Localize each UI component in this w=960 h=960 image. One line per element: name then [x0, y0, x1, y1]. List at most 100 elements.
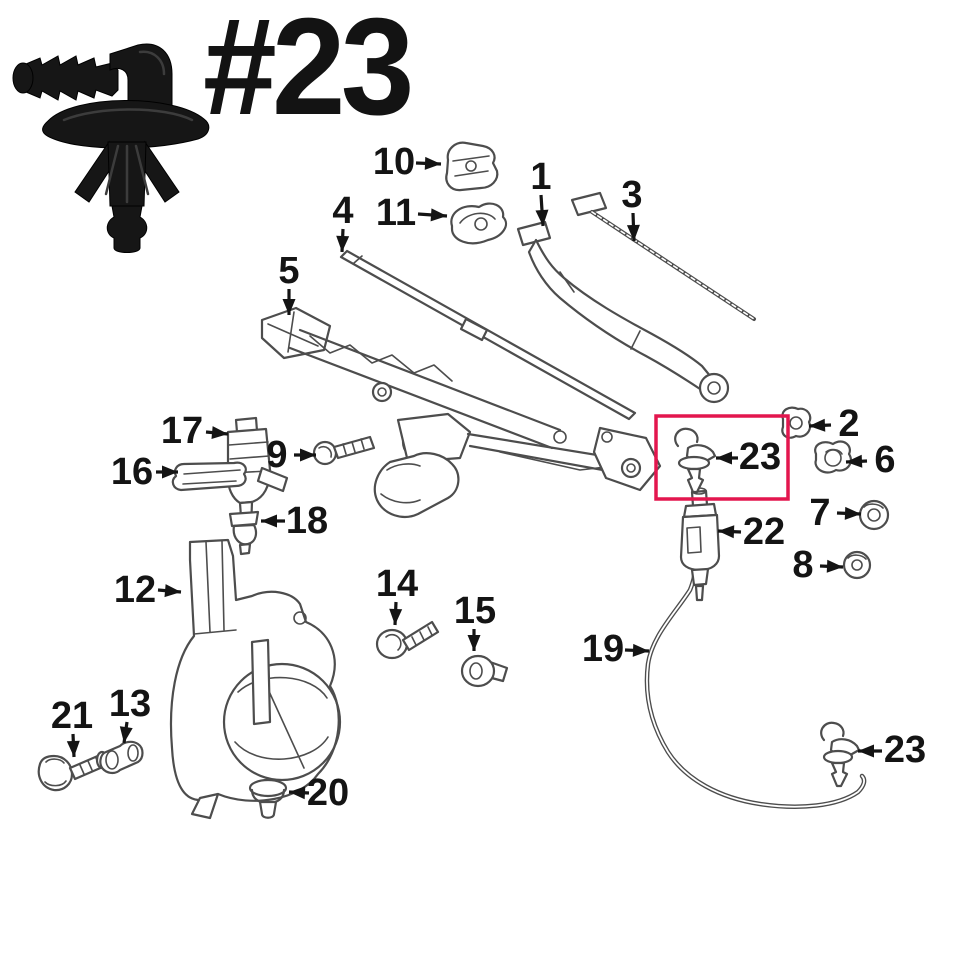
callout-21: 21 — [51, 695, 93, 758]
washer-reservoir-drawing — [169, 538, 342, 820]
callout-number: 5 — [278, 250, 299, 292]
callout-number: 14 — [376, 563, 418, 605]
callout-arrowhead-icon — [289, 786, 306, 800]
washer-hose-drawing — [644, 557, 867, 809]
callout-number: 20 — [307, 772, 349, 814]
callout-19: 19 — [582, 628, 650, 670]
callout-arrowhead-icon — [162, 465, 178, 479]
callout-arrowhead-icon — [424, 156, 441, 170]
callout-arrowhead-icon — [718, 525, 735, 539]
callout-20: 20 — [288, 772, 349, 814]
callout-number: 22 — [743, 511, 785, 553]
wiper-arm-drawing — [516, 220, 730, 404]
callout-number: 21 — [51, 695, 93, 737]
washer-nozzle-23b-drawing — [820, 721, 861, 788]
screw-9-drawing — [312, 435, 376, 466]
callout-23: 23 — [858, 729, 926, 771]
callout-16: 16 — [111, 451, 178, 493]
callout-number: 3 — [621, 174, 642, 216]
callout-number: 16 — [111, 451, 153, 493]
callout-number: 7 — [809, 492, 830, 534]
callout-13: 13 — [109, 683, 151, 744]
callout-4: 4 — [332, 190, 354, 253]
grommet-15-drawing — [460, 654, 509, 688]
callout-number: 9 — [266, 434, 287, 476]
callout-number: 6 — [874, 439, 895, 481]
callout-number: 2 — [838, 403, 859, 445]
callout-arrowhead-icon — [389, 608, 403, 625]
drain-cap-drawing — [248, 778, 288, 819]
callout-number: 15 — [454, 590, 496, 632]
callout-7: 7 — [809, 492, 862, 534]
hose-clamp-drawing — [445, 141, 499, 192]
callout-6: 6 — [845, 439, 896, 481]
callout-17: 17 — [161, 410, 229, 452]
callout-arrowhead-icon — [119, 726, 133, 743]
outlet-nozzle-18-drawing — [228, 510, 260, 556]
callout-arrowhead-icon — [844, 506, 861, 520]
callout-number: 11 — [376, 192, 416, 234]
bolt-21-drawing — [37, 750, 109, 792]
callout-number: 12 — [114, 569, 156, 611]
upper-washer-hose-drawing — [570, 191, 756, 321]
wiper-linkage-motor-drawing — [260, 306, 662, 518]
callout-arrowhead-icon — [858, 744, 874, 758]
part-number-heading: #23 — [203, 0, 414, 144]
washer-nozzle-23-drawing — [674, 427, 717, 494]
callout-9: 9 — [266, 434, 316, 476]
callout-22: 22 — [717, 511, 785, 553]
washer-pump-drawing — [226, 416, 289, 533]
callout-number: 4 — [332, 190, 353, 232]
callout-arrowhead-icon — [282, 299, 296, 315]
product-photo — [12, 43, 210, 253]
callout-3: 3 — [621, 174, 643, 242]
check-valve-drawing — [679, 487, 721, 602]
callout-arrowhead-icon — [535, 209, 549, 226]
grommet-7-drawing — [858, 499, 890, 531]
callout-18: 18 — [261, 500, 328, 542]
callout-arrowhead-icon — [626, 224, 640, 241]
washer-nozzle-clip-photo — [12, 43, 210, 253]
callout-number: 18 — [286, 500, 328, 542]
callout-arrowhead-icon — [261, 514, 277, 528]
sleeve-13-drawing — [99, 740, 144, 775]
callout-number: 23 — [739, 436, 781, 478]
callout-number: 8 — [792, 544, 813, 586]
callout-11: 11 — [376, 192, 448, 234]
callout-15: 15 — [454, 590, 496, 651]
nozzle-cover-drawing — [450, 202, 508, 245]
screw-14-drawing — [375, 620, 440, 660]
highlight-box — [654, 414, 790, 501]
callout-arrowhead-icon — [467, 635, 481, 651]
callout-arrowhead-icon — [164, 584, 181, 598]
pump-grommet-drawing — [171, 461, 247, 492]
callout-2: 2 — [808, 403, 860, 445]
callout-arrowhead-icon — [66, 740, 80, 757]
callout-14: 14 — [376, 563, 418, 626]
grommet-8-drawing — [842, 550, 872, 580]
callout-number: 10 — [373, 141, 415, 183]
callout-arrowhead-icon — [716, 451, 732, 465]
callout-arrowhead-icon — [211, 426, 228, 440]
callout-5: 5 — [278, 250, 300, 315]
callout-arrowhead-icon — [846, 454, 863, 468]
callout-number: 23 — [884, 729, 926, 771]
callout-arrowhead-icon — [826, 559, 843, 573]
pivot-nut-drawing — [814, 440, 853, 474]
callout-number: 19 — [582, 628, 624, 670]
callout-number: 1 — [530, 156, 551, 198]
callout-arrowhead-icon — [430, 208, 447, 222]
callout-1: 1 — [530, 156, 552, 227]
callout-number: 13 — [109, 683, 151, 725]
callout-number: 17 — [161, 410, 203, 452]
callout-arrowhead-icon — [632, 643, 649, 657]
wiper-blade-drawing — [339, 249, 637, 421]
callout-arrowhead-icon — [300, 448, 316, 462]
callout-8: 8 — [792, 544, 844, 586]
callout-10: 10 — [373, 141, 442, 183]
callout-arrowhead-icon — [336, 235, 350, 252]
callout-12: 12 — [114, 569, 182, 611]
